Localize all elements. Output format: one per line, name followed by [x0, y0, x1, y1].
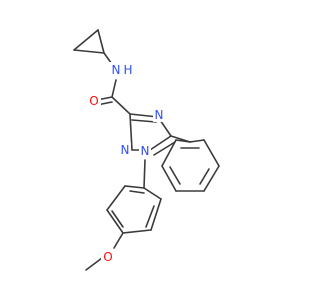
- molecule-canvas: N H O N N N O: [73, 29, 220, 271]
- methoxyphenyl-ring: [106, 185, 162, 234]
- bond-phenyl-2: [203, 139, 220, 167]
- bond-aryl-inner-2: [111, 210, 124, 228]
- triazole-ring: [129, 113, 176, 156]
- bond-aryl-4: [106, 209, 124, 234]
- bond-nh-carbonyl: [111, 79, 117, 98]
- bond-triazole-methoxyphenyl: [143, 159, 146, 189]
- atom-label-o-methoxy: O: [103, 250, 112, 264]
- cyclopropyl-ring: [73, 29, 105, 54]
- atom-label-o-carbonyl: O: [89, 94, 98, 108]
- atom-label-n-triazole-4: N: [155, 108, 164, 122]
- atom-label-h-amide: H: [123, 63, 132, 77]
- atom-label-bg-methoxy-o: [101, 249, 115, 265]
- atom-label-bg-nh: [107, 62, 135, 78]
- bond-cyclopropyl-3: [73, 49, 105, 54]
- bond-phenyl-1: [189, 139, 205, 143]
- atom-label-bg-n2: [119, 143, 131, 157]
- bond-phenyl-6: [161, 139, 177, 167]
- bond-cyclopropyl-2: [97, 29, 105, 54]
- bond-c5-n1-inner: [153, 141, 176, 156]
- bond-aryl-oxygen: [113, 232, 124, 249]
- phenyl-ring: [161, 139, 220, 192]
- bond-phenyl-inner-1: [199, 168, 210, 185]
- atom-label-n-amide: N: [112, 63, 121, 77]
- atom-label-n-triazole-2: N: [121, 143, 130, 157]
- atom-label-bg-n1: [139, 144, 151, 158]
- bond-c5-n1: [149, 135, 172, 151]
- bond-aryl-5: [106, 185, 126, 211]
- bond-carbonyl-triazole: [111, 96, 131, 115]
- bond-phenyl-inner-2: [169, 166, 181, 185]
- bond-cyclopropyl-1: [73, 29, 99, 51]
- molecule-structure: N H O N N N O: [73, 29, 220, 271]
- bond-c3-n4-inner: [131, 119, 157, 123]
- bond-aryl-6: [124, 185, 145, 189]
- bond-phenyl-7: [175, 139, 191, 143]
- bond-phenyl-3: [203, 165, 220, 192]
- bond-aryl-1: [143, 187, 162, 200]
- bond-aryl-3: [122, 229, 152, 234]
- bond-aryl-inner-3: [129, 190, 145, 194]
- bond-aryl-2: [150, 198, 162, 231]
- bond-phenyl-5: [161, 165, 177, 192]
- atom-label-bg-carbonyl-o: [87, 93, 101, 109]
- atom-label-bg-n4: [153, 108, 165, 122]
- bond-oxygen-methyl: [85, 257, 103, 271]
- atom-label-n-triazole-1: N: [141, 144, 150, 158]
- bond-n2-c3: [129, 113, 133, 151]
- bond-aryl-inner-1: [145, 205, 155, 228]
